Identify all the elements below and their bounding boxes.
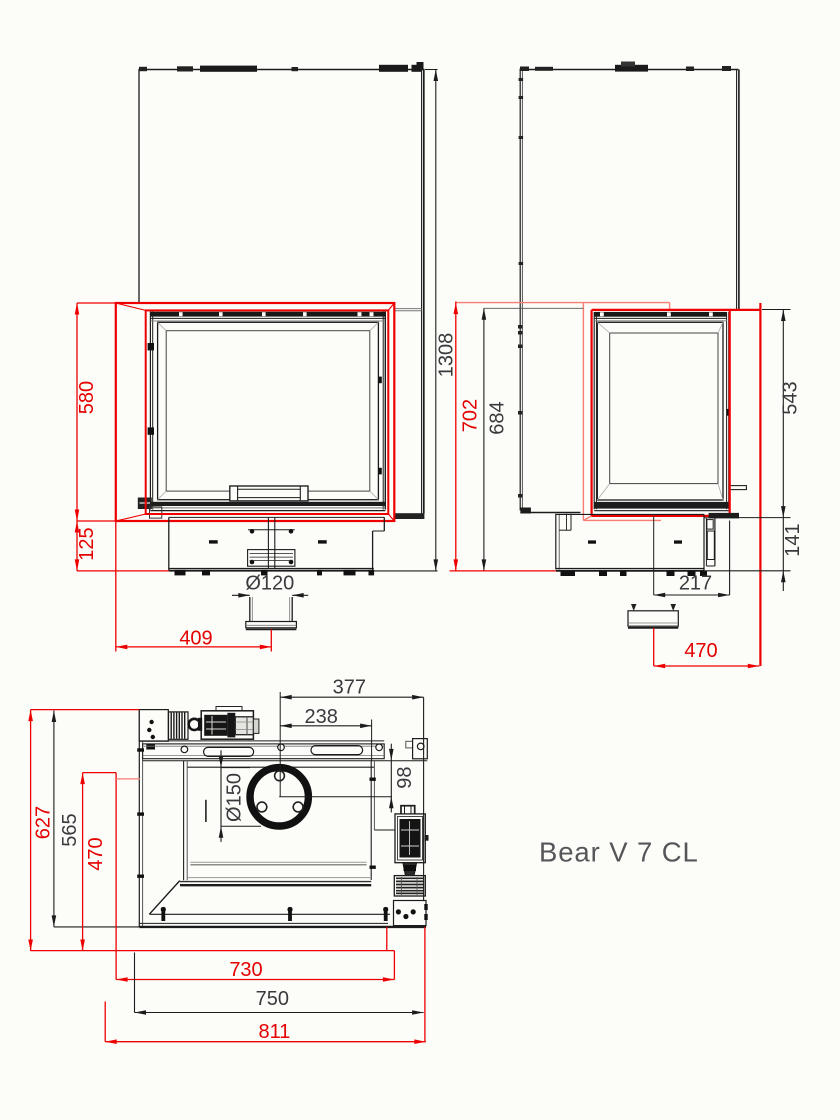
svg-text:Ø120: Ø120 [245, 572, 294, 594]
svg-text:627: 627 [32, 806, 54, 839]
svg-text:750: 750 [256, 988, 289, 1010]
svg-text:730: 730 [229, 959, 262, 981]
svg-text:580: 580 [76, 381, 98, 414]
svg-text:Bear V 7 CL: Bear V 7 CL [539, 837, 699, 868]
svg-text:470: 470 [684, 640, 717, 662]
svg-text:1308: 1308 [436, 333, 458, 378]
svg-text:Ø150: Ø150 [223, 773, 245, 822]
svg-text:543: 543 [780, 381, 802, 414]
svg-text:702: 702 [459, 399, 481, 432]
svg-text:565: 565 [59, 813, 81, 846]
svg-text:125: 125 [76, 527, 98, 560]
svg-text:141: 141 [782, 523, 804, 556]
svg-text:684: 684 [486, 401, 508, 434]
svg-text:98: 98 [394, 766, 416, 788]
svg-text:811: 811 [259, 1021, 291, 1043]
svg-text:470: 470 [85, 837, 107, 870]
svg-text:377: 377 [333, 677, 366, 699]
svg-text:217: 217 [679, 572, 712, 594]
svg-text:238: 238 [305, 706, 338, 728]
svg-text:409: 409 [179, 627, 212, 649]
